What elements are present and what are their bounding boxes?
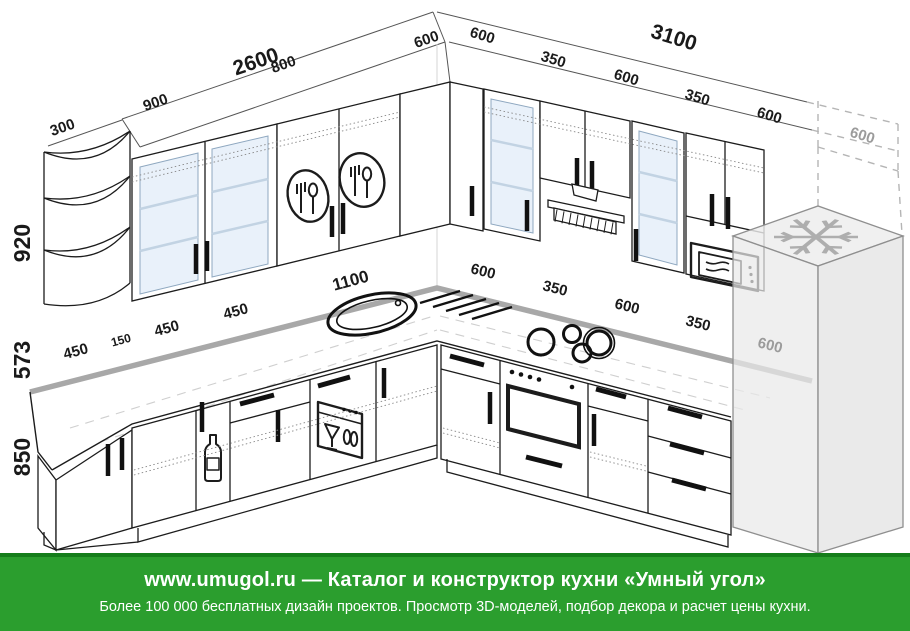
wall-counter-band: [29, 285, 813, 395]
corner-shelf-unit: [43, 130, 131, 307]
drainer-lines-icon: [419, 289, 513, 321]
dim-right-section: 600: [468, 24, 497, 48]
cabinet-handle: [193, 241, 210, 274]
glass-cabinet-900: [131, 123, 278, 302]
hood-cabinet-600: [539, 100, 631, 235]
snowflake-icon: [774, 219, 858, 255]
fork-spoon-emblem-icon: [286, 169, 330, 223]
base-cabinet-350: [587, 386, 649, 446]
dim-height-upper: 920: [9, 224, 35, 262]
right-wall-cabinets: [483, 88, 765, 293]
site-banner-subtitle: Более 100 000 бесплатных дизайн проектов…: [99, 599, 811, 615]
fridge: [731, 205, 905, 553]
dishwasher-icon: [316, 374, 364, 460]
dim-counter-right: 350: [684, 312, 712, 335]
fork-spoon-emblem-icon: [338, 152, 386, 208]
cabinet-handle: [329, 203, 346, 237]
glass-cabinet-350-right: [631, 120, 685, 274]
dim-counter-right: 350: [541, 277, 569, 300]
bottle-cargo-icon: [199, 402, 222, 482]
corner-wall-cabinet-600: [399, 81, 484, 237]
dim-left-section: 300: [48, 116, 77, 140]
decor-dotted-lines: [133, 385, 438, 476]
decor-dotted-lines: [442, 427, 647, 472]
left-wall-cabinets: [43, 81, 484, 307]
extractor-hood-icon: [547, 183, 625, 235]
dim-counter-left: 450: [222, 300, 251, 323]
dim-fridge-upper: 600: [848, 124, 877, 148]
plinth: [43, 445, 438, 551]
dim-counter-left: 450: [62, 340, 91, 363]
dimension-bands: [47, 11, 813, 148]
worktop-edges: [29, 340, 732, 471]
kitchen-3d-diagram: 2600 300 900 800 600 3100 600 350 600 35…: [9, 11, 905, 553]
drawer-door-cabinet: [229, 392, 311, 442]
dim-right-section: 350: [539, 48, 568, 72]
site-banner: www.umugol.ru — Каталог и конструктор ку…: [0, 553, 910, 631]
dim-right-section: 600: [755, 104, 784, 128]
dim-height-base: 850: [9, 438, 35, 476]
glass-cabinet-350: [483, 88, 541, 242]
dim-height-apron: 573: [9, 341, 35, 379]
dim-counter-left: 150: [109, 331, 132, 350]
dim-right-section: 350: [683, 86, 712, 110]
fridge-ghost-outline: [806, 101, 903, 235]
dim-counter-left: 1100: [330, 267, 371, 295]
site-banner-title: www.umugol.ru — Каталог и конструктор ку…: [144, 569, 766, 591]
dim-counter-right: 600: [469, 260, 497, 283]
dim-right-section: 600: [612, 66, 641, 90]
dim-left-section: 900: [141, 91, 170, 115]
base-cabinet-600: [440, 353, 501, 424]
sink-icon: [326, 291, 418, 337]
oven-icon: [506, 369, 581, 469]
cooktop-burners-icon: [526, 324, 616, 364]
drawer-unit-600: [647, 405, 732, 495]
dim-counter-right: 600: [613, 295, 641, 318]
base-cabinets-right: [440, 344, 732, 548]
base-cabinets-left: [37, 344, 438, 552]
worktop: [29, 285, 813, 471]
plinth: [446, 459, 729, 548]
cutlery-cabinet-800: [276, 93, 401, 267]
dim-fridge-width: 600: [756, 334, 784, 357]
dim-counter-left: 450: [153, 317, 182, 340]
dim-right-total: 3100: [648, 20, 699, 56]
